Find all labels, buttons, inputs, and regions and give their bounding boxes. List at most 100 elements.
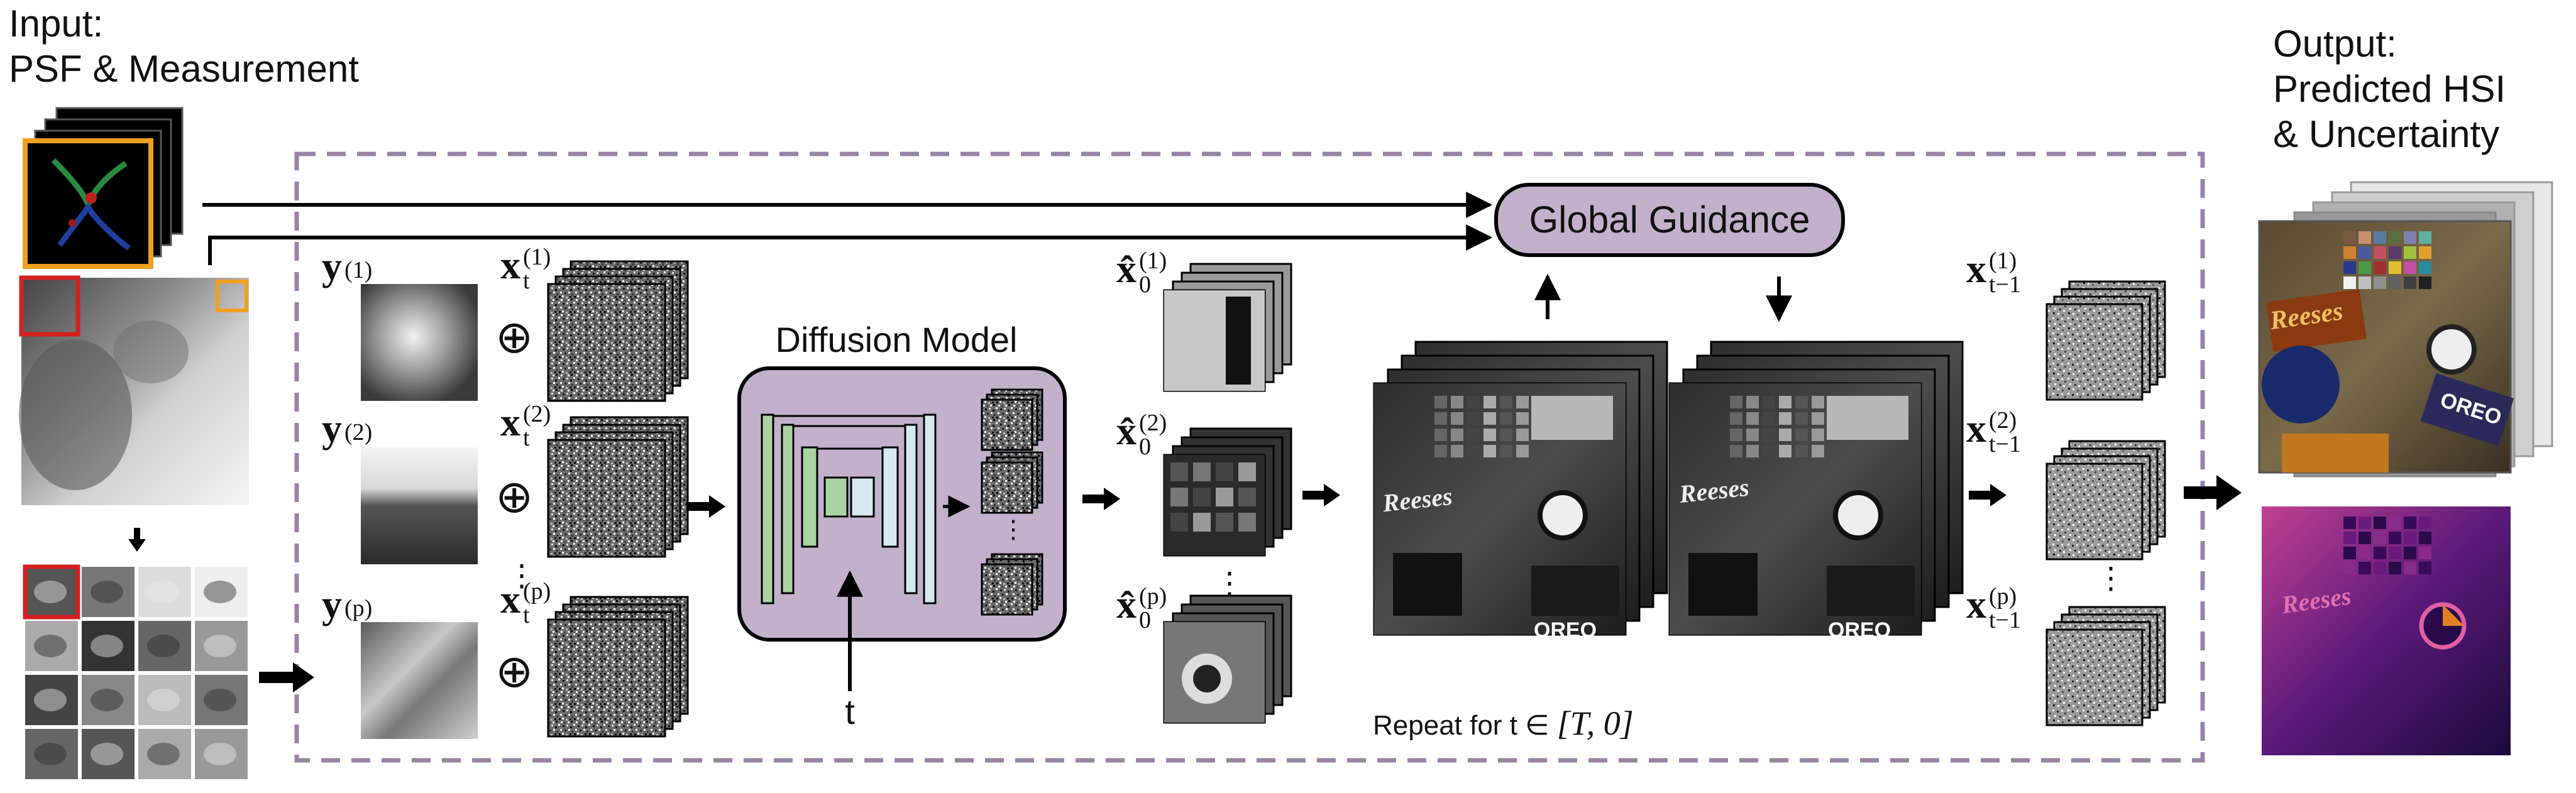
- color-checker-patch: [2343, 261, 2356, 274]
- grid-cell-blob: [147, 743, 180, 765]
- xt-label-1: x(1)t: [500, 243, 551, 295]
- stitched-stack: [1373, 341, 1668, 636]
- ellipsis-xt: ⋮: [507, 559, 537, 593]
- color-checker-patch: [2419, 246, 2431, 259]
- diffusion-model-label: Diffusion Model: [776, 320, 1018, 359]
- xt-stack-3: [547, 596, 689, 738]
- y-label-p: y(p): [322, 582, 373, 626]
- xt-stack-2: [547, 416, 689, 558]
- color-checker-patch: [2389, 246, 2401, 259]
- inner-stack-2: [981, 451, 1043, 514]
- grid-cell: [138, 675, 191, 725]
- down-arrow-head: [128, 539, 146, 552]
- plus-icon-2: ⊕: [495, 472, 534, 522]
- uncertainty-checker-patch: [2404, 517, 2416, 529]
- color-checker-patch: [2404, 231, 2416, 244]
- color-checker-patch: [2343, 231, 2356, 244]
- color-checker-patch: [2359, 246, 2371, 259]
- predicted-hsi-stack: [2258, 181, 2553, 478]
- grid-cell: [82, 675, 135, 725]
- color-checker-patch: [2419, 276, 2431, 289]
- uncertainty-checker-patch: [2389, 562, 2401, 574]
- output-title-line3: & Uncertainty: [2273, 113, 2500, 155]
- x0-to-stitch-arrowhead: [1324, 484, 1340, 506]
- repeat-range: [T, 0]: [1556, 704, 1634, 742]
- grid-cell-highlight: [23, 564, 80, 620]
- diffusion-to-x0-arrowhead: [1104, 488, 1120, 510]
- grid-cell-blob: [147, 581, 180, 603]
- uncertainty-checker-patch: [2374, 532, 2386, 544]
- grid-cell-blob: [34, 581, 67, 603]
- color-checker-patch: [2419, 231, 2431, 244]
- grid-cell: [195, 675, 248, 725]
- y-patch-p: [361, 622, 478, 739]
- grid-cell: [82, 567, 135, 617]
- xt1-label-2: x(2)t−1: [1966, 406, 2021, 458]
- grid-cell-blob: [147, 635, 180, 657]
- diffusion-output-stacks: [981, 388, 1043, 616]
- color-checker-patch: [2389, 261, 2401, 274]
- uncertainty-checker-patch: [2343, 532, 2356, 544]
- uncertainty-checker-patch: [2419, 532, 2431, 544]
- grid-cell-blob: [204, 635, 236, 657]
- xt-label-p: x(p)t: [500, 577, 551, 629]
- color-checker-patch: [2359, 231, 2371, 244]
- uncertainty-checker-patch: [2343, 517, 2356, 529]
- xt-stack-1: [547, 260, 689, 402]
- update-to-xt1-arrowhead: [1990, 484, 2006, 506]
- x0-stack-p: [1163, 594, 1292, 724]
- plus-icon-1: ⊕: [495, 312, 534, 363]
- uncertainty-checker-patch: [2374, 547, 2386, 559]
- xt-label-2: x(2)t: [500, 400, 551, 452]
- uncertainty-checker-patch: [2419, 517, 2431, 529]
- uncertainty-checker-patch: [2389, 547, 2401, 559]
- stitch-oreo-label: OREO: [1534, 618, 1597, 642]
- patch-grid: [23, 564, 250, 783]
- uncertainty-checker-patch: [2343, 547, 2356, 559]
- frame-to-output-arrowhead: [2216, 475, 2242, 510]
- uncertainty-checker-patch: [2419, 547, 2431, 559]
- inner-stack-1: [981, 388, 1043, 451]
- uncertainty-checker-patch: [2359, 532, 2371, 544]
- patch-highlight: [19, 275, 80, 337]
- grid-cell: [195, 729, 248, 779]
- xt1-stack-3: [2045, 606, 2166, 726]
- color-checker-patch: [2389, 231, 2401, 244]
- grid-cell-blob: [34, 689, 67, 711]
- input-title: Input: PSF & Measurement: [9, 1, 359, 92]
- grid-cell-blob: [91, 581, 123, 603]
- grid-to-frame-arrowhead: [293, 662, 314, 692]
- grid-cell: [25, 567, 78, 617]
- grid-cell: [195, 567, 248, 617]
- uncertainty-checker-patch: [2359, 517, 2371, 529]
- x0-label-2: x̂(2)0: [1116, 408, 1167, 461]
- uncertainty-checker-patch: [2389, 517, 2401, 529]
- psf-patch-highlight: [216, 280, 248, 312]
- color-checker-patch: [2374, 276, 2386, 289]
- x0-label-p: x̂(p)0: [1116, 582, 1167, 634]
- grid-cell: [138, 621, 191, 671]
- color-checker-patch: [2359, 261, 2371, 274]
- grid-cell-blob: [91, 743, 123, 765]
- grid-cell-blob: [204, 689, 236, 711]
- uncertainty-checker-patch: [2404, 547, 2416, 559]
- grid-cell-blob: [204, 743, 236, 765]
- grid-cell-blob: [34, 635, 67, 657]
- input-title-line1: Input:: [9, 3, 104, 45]
- xt-to-diffusion-arrowhead: [709, 495, 725, 518]
- color-checker-patch: [2374, 231, 2386, 244]
- x0-label-1: x̂(1)0: [1116, 246, 1167, 298]
- repeat-loop-frame: [294, 151, 2205, 763]
- xt1-stack-1: [2045, 280, 2166, 401]
- color-checker-patch: [2404, 246, 2416, 259]
- uncertainty-checker-patch: [2389, 532, 2401, 544]
- x0-stack-2: [1163, 427, 1292, 557]
- color-checker-patch: [2404, 276, 2416, 289]
- color-checker-patch: [2374, 246, 2386, 259]
- grid-cell: [82, 621, 135, 671]
- grid-cell: [25, 729, 78, 779]
- uncertainty-map: [2262, 506, 2511, 755]
- grid-cell-blob: [91, 635, 123, 657]
- unet: [761, 413, 971, 604]
